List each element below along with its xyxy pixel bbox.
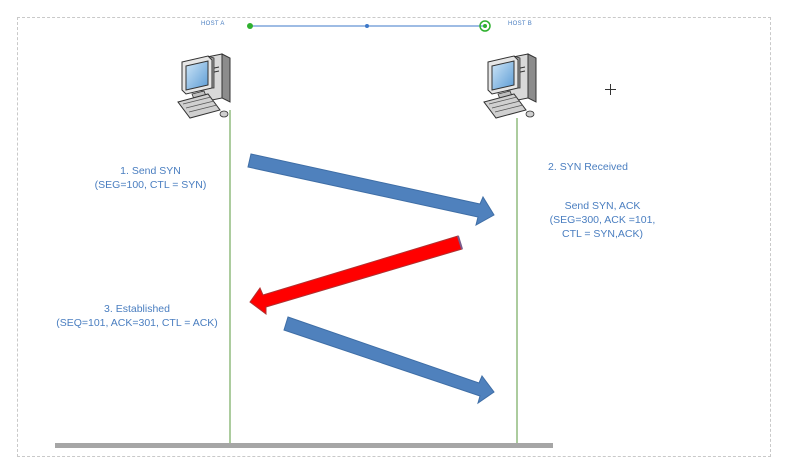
connector-end-dot — [483, 24, 487, 28]
cursor-crosshair-icon — [605, 84, 616, 95]
connector-mid-handle[interactable] — [365, 24, 369, 28]
step1-note: 1. Send SYN (SEG=100, CTL = SYN) — [94, 165, 207, 191]
syn-ack-arrow-tail — [457, 235, 463, 250]
connector-end-handle[interactable] — [479, 20, 491, 32]
host-a-label: HOST A — [201, 21, 225, 27]
ack-arrow — [283, 316, 495, 405]
step2b-note: Send SYN, ACK (SEG=300, ACK =101, CTL = … — [549, 200, 656, 240]
host-b-label: HOST B — [508, 21, 533, 27]
step2-note: 2. SYN Received — [548, 161, 628, 173]
step3-note: 3. Established (SEQ=101, ACK=301, CTL = … — [56, 303, 218, 329]
syn-ack-arrow — [249, 235, 463, 315]
horizontal-scrollbar[interactable] — [55, 443, 553, 448]
syn-arrow — [247, 153, 495, 226]
connector-start-handle[interactable] — [247, 23, 253, 29]
